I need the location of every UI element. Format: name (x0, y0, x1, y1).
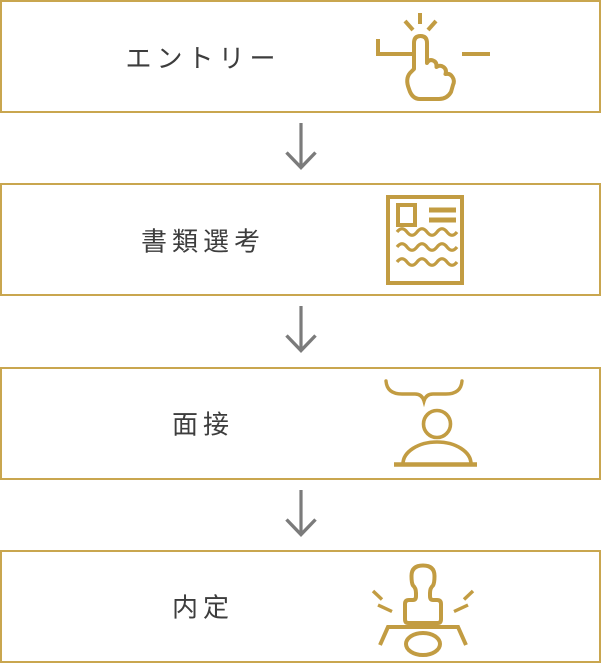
step-label-offer: 内定 (171, 592, 235, 623)
step-box-screening: 書類選考 (0, 183, 601, 297)
flow-connector (0, 296, 601, 366)
down-arrow-icon (284, 123, 317, 171)
step-label-interview: 面接 (171, 409, 235, 440)
step-box-entry: エントリー (0, 0, 601, 113)
down-arrow-icon (284, 489, 317, 537)
flow-connector (0, 480, 601, 550)
interview-icon (384, 379, 477, 467)
step-box-offer: 内定 (0, 549, 601, 663)
document-icon (386, 194, 464, 285)
step-label-entry: エントリー (125, 43, 281, 73)
step-box-interview: 面接 (0, 366, 601, 480)
click-icon (376, 12, 490, 101)
flow-connector (0, 113, 601, 183)
down-arrow-icon (284, 306, 317, 354)
stamp-icon (371, 563, 475, 658)
step-label-screening: 書類選考 (140, 226, 266, 257)
